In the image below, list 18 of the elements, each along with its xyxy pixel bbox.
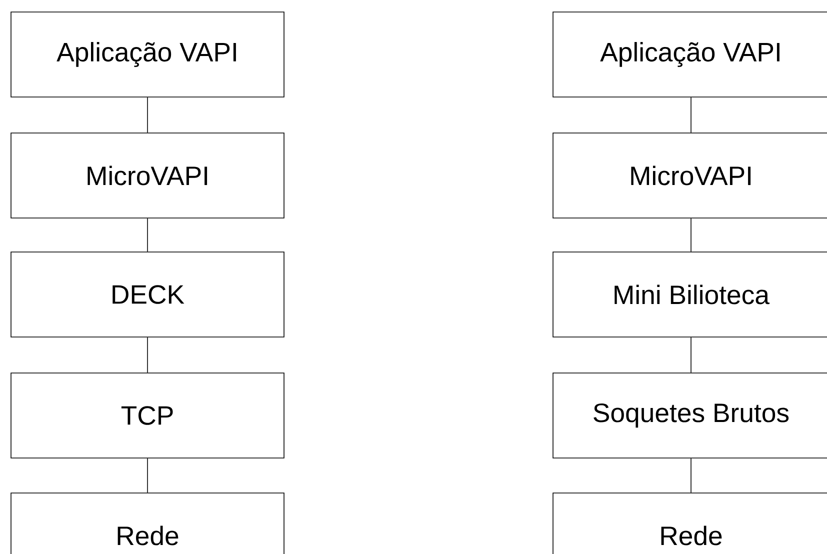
layer-box: DECK [10, 252, 284, 338]
layer-box: Aplicação VAPI [10, 12, 284, 98]
connector-line [690, 337, 692, 373]
layer-box: Aplicação VAPI [552, 12, 827, 98]
layer-box: MicroVAPI [10, 132, 284, 218]
layer-box: TCP [10, 372, 284, 458]
connector-line [147, 337, 148, 373]
layer-box: Mini Bilioteca [552, 252, 827, 338]
connector-line [690, 458, 692, 493]
connector-line [147, 458, 148, 493]
layer-box: Rede [552, 492, 827, 554]
layer-box: MicroVAPI [552, 132, 827, 218]
layer-box: Rede [10, 492, 284, 554]
connector-line [147, 218, 148, 252]
connector-line [147, 97, 148, 133]
connector-line [690, 218, 692, 252]
layer-box: Soquetes Brutos [552, 372, 827, 458]
connector-line [690, 97, 692, 133]
